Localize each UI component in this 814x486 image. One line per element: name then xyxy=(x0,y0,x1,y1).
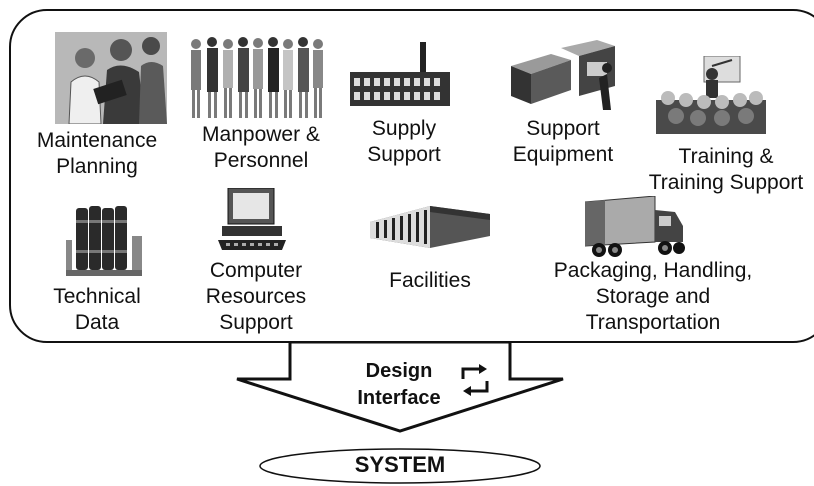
computer-resources-support-label: Computer Resources Support xyxy=(205,259,307,334)
manpower-personnel-label: Manpower & Personnel xyxy=(202,123,320,172)
truck-icon xyxy=(585,196,685,257)
computer-icon xyxy=(218,188,286,250)
supply-support-label: Supply Support xyxy=(367,117,441,166)
support-equipment-label: Support Equipment xyxy=(512,117,614,166)
machinery-icon xyxy=(511,40,615,110)
binders-icon xyxy=(66,206,142,276)
packaging-transportation-label: Packaging, Handling, Storage and Transpo… xyxy=(553,259,753,334)
group-of-people-icon xyxy=(191,37,323,118)
factory-icon xyxy=(350,42,450,106)
classroom-presenter-icon xyxy=(656,56,766,134)
building-icon xyxy=(370,206,490,248)
design-interface-label: Design Interface xyxy=(357,360,441,409)
maintenance-people-icon xyxy=(55,32,167,124)
technical-data-label: Technical Data xyxy=(53,285,141,334)
facilities-label: Facilities xyxy=(389,269,471,292)
cycle-arrows-icon xyxy=(461,364,489,396)
system-label: SYSTEM xyxy=(354,452,446,477)
maintenance-planning-label: Maintenance Planning xyxy=(36,129,158,178)
training-support-label: Training & Training Support xyxy=(648,145,804,194)
design-interface-arrow xyxy=(236,341,564,433)
